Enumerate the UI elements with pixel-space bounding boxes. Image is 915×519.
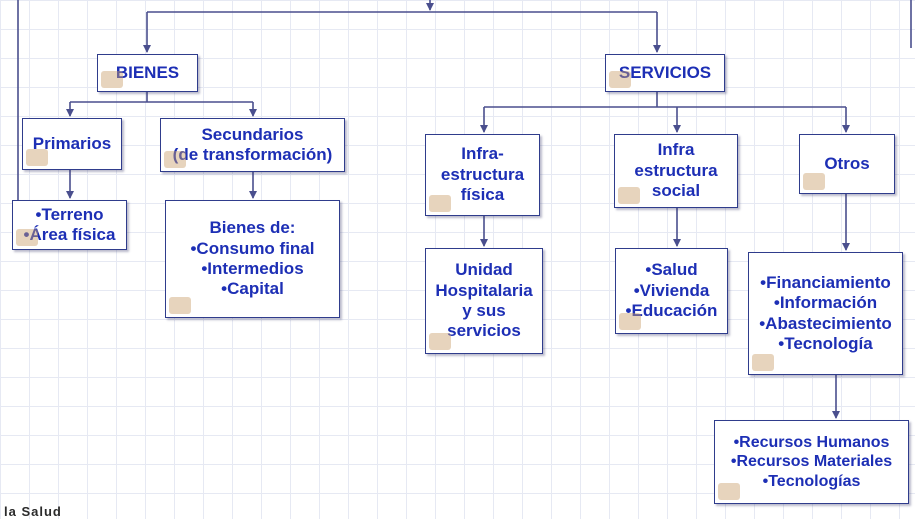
node-unidad-line-1: Unidad [455, 260, 513, 280]
node-recursos-line-2: •Recursos Materiales [730, 453, 893, 471]
node-bienes: BIENES [97, 54, 198, 92]
node-recursos-line-1: •Recursos Humanos [733, 434, 890, 452]
node-unidad-line-2: Hospitalaria [435, 280, 533, 300]
node-financiamiento-line-2: •Información [773, 293, 878, 313]
node-unidad-line-3: y sus [462, 301, 506, 320]
book-icon [101, 71, 123, 88]
node-infra-social-line-2: estructura [634, 160, 718, 180]
node-recursos-line-3: •Tecnologías [762, 472, 861, 490]
book-icon [752, 354, 774, 371]
node-financiamiento-line-4: •Tecnología [778, 333, 873, 353]
footer-caption: la Salud [4, 504, 62, 519]
node-recursos: •Recursos Humanos •Recursos Materiales •… [714, 420, 909, 504]
book-icon [609, 71, 631, 88]
node-infra-social: Infra estructura social [614, 134, 738, 208]
node-infra-fisica-line-2: estructura [440, 164, 525, 184]
book-icon [619, 313, 641, 330]
node-servicios-line-1: SERVICIOS [618, 62, 712, 82]
book-icon [718, 483, 740, 500]
node-servicios: SERVICIOS [605, 54, 725, 92]
node-financiamiento-line-1: •Financiamiento [760, 272, 891, 292]
node-otros: Otros [799, 134, 895, 194]
book-icon [26, 149, 48, 166]
node-terreno-line-1: •Terreno [35, 204, 104, 224]
book-icon [618, 187, 640, 204]
node-salud: •Salud •Vivienda •Educación [615, 248, 728, 334]
book-icon [429, 333, 451, 350]
node-bienes-de-line-1: Bienes de: [209, 218, 296, 238]
node-financiamiento-line-3: •Abastecimiento [759, 313, 892, 333]
node-bienes-de-line-4: •Capital [221, 279, 284, 299]
node-infra-social-line-1: Infra [657, 140, 695, 160]
node-bienes-line-1: BIENES [115, 62, 180, 82]
node-unidad-line-4: servicios [447, 321, 521, 341]
node-salud-line-2: •Vivienda [633, 280, 710, 300]
node-primarios-line-1: Primarios [32, 133, 112, 153]
node-bienes-de-line-2: •Consumo final [190, 238, 315, 258]
book-icon [803, 173, 825, 190]
node-terreno: •Terreno •Área física [12, 200, 127, 250]
node-infra-fisica-line-3: física [460, 185, 505, 205]
node-unidad: Unidad Hospitalaria y sus servicios [425, 248, 543, 354]
node-otros-line-1: Otros [824, 153, 870, 173]
node-primarios: Primarios [22, 118, 122, 170]
node-bienes-de: Bienes de: •Consumo final •Intermedios •… [165, 200, 340, 318]
node-infra-fisica-line-1: Infra- [461, 144, 504, 164]
node-financiamiento: •Financiamiento •Información •Abastecimi… [748, 252, 903, 375]
book-icon [164, 151, 186, 168]
node-terreno-line-2: •Área física [23, 225, 116, 244]
node-salud-line-3: •Educación [625, 301, 718, 321]
node-secundarios-line-2: (de transformación) [172, 145, 333, 164]
node-infra-social-line-3: social [651, 181, 701, 201]
book-icon [16, 229, 38, 246]
node-secundarios-line-1: Secundarios [201, 124, 304, 144]
node-secundarios: Secundarios (de transformación) [160, 118, 345, 172]
node-bienes-de-line-3: •Intermedios [201, 259, 304, 278]
node-salud-line-1: •Salud [645, 260, 698, 280]
book-icon [429, 195, 451, 212]
node-infra-fisica: Infra- estructura física [425, 134, 540, 216]
book-icon [169, 297, 191, 314]
